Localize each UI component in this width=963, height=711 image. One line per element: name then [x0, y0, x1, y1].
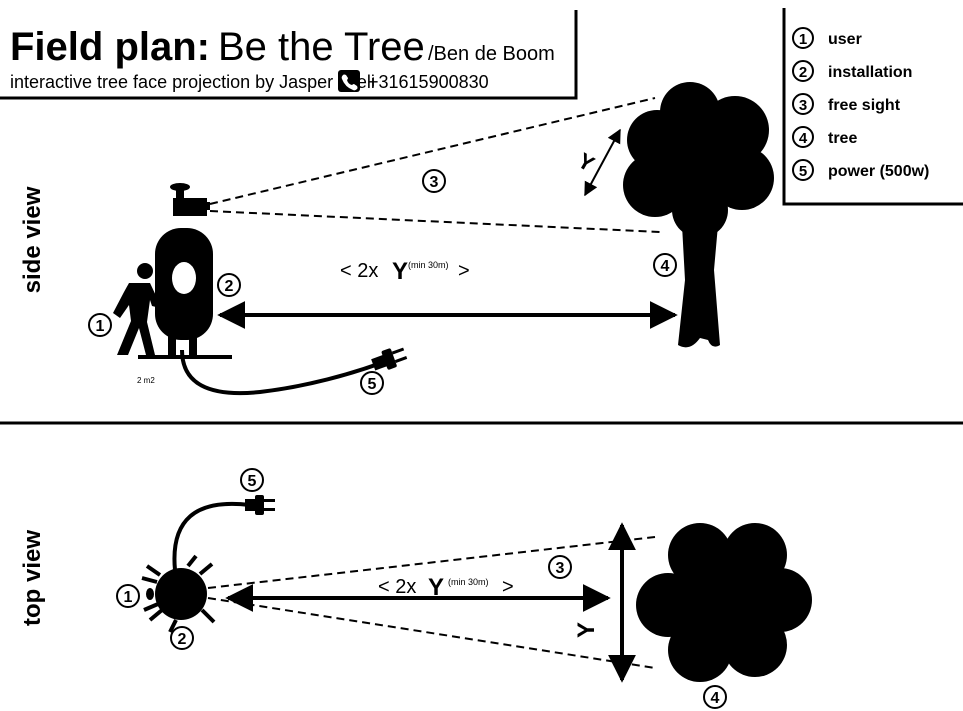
legend-item-free-sight: 3 free sight [792, 93, 901, 115]
marker-tree: 4 [703, 685, 727, 709]
legend-label: free sight [828, 97, 901, 114]
power-plug-icon [245, 495, 275, 515]
sight-line-bottom [207, 597, 656, 669]
phone-number: +31615900830 [368, 72, 489, 92]
installation-side-icon [155, 183, 213, 358]
distance-prefix: < 2x [378, 576, 416, 598]
legend-label: tree [828, 130, 857, 147]
power-cable [180, 349, 385, 395]
distance-var: Y [428, 574, 444, 601]
side-view-label: side view [19, 186, 46, 293]
distance-var: Y [392, 258, 408, 285]
top-view-label: top view [19, 530, 46, 626]
marker-user: 1 [88, 313, 112, 337]
title-light: Be the Tree [218, 25, 425, 69]
footprint-label: 2 m2 [137, 376, 155, 385]
marker-user: 1 [116, 584, 140, 608]
svg-text:4: 4 [711, 690, 720, 707]
side-view: side view 2 m2 [19, 82, 774, 395]
tree-top-icon [636, 523, 812, 682]
distance-label: < 2x Y (min 30m) > [378, 574, 514, 601]
distance-suffix: > [458, 260, 470, 282]
marker-free-sight: 3 [422, 169, 446, 193]
marker-power: 5 [360, 371, 384, 395]
legend-num: 5 [799, 163, 807, 180]
svg-text:5: 5 [248, 473, 257, 490]
svg-text:1: 1 [124, 589, 133, 606]
svg-text:3: 3 [556, 560, 565, 577]
legend-num: 3 [799, 97, 807, 114]
sight-line-top [207, 536, 656, 589]
legend-label: user [828, 31, 862, 48]
legend-label: installation [828, 64, 912, 81]
distance-label: < 2x Y (min 30m) > [340, 258, 470, 285]
marker-installation: 2 [170, 626, 194, 650]
legend: 1 user 2 installation 3 free sight 4 tre… [782, 8, 963, 206]
user-walking-icon [113, 263, 170, 355]
svg-text:2: 2 [178, 631, 187, 648]
height-var: Y [574, 148, 599, 177]
tree-side-icon [623, 82, 774, 348]
svg-text:2: 2 [225, 278, 234, 295]
marker-installation: 2 [217, 273, 241, 297]
power-plug-icon [371, 347, 408, 371]
sight-line-top [209, 97, 656, 205]
svg-text:4: 4 [661, 258, 670, 275]
marker-power: 5 [240, 468, 264, 492]
svg-text:3: 3 [430, 174, 439, 191]
legend-num: 1 [799, 31, 807, 48]
legend-label: power (500w) [828, 163, 929, 180]
installation-top-icon [141, 554, 216, 633]
svg-text:1: 1 [96, 318, 105, 335]
height-arrow [584, 128, 621, 197]
legend-item-installation: 2 installation [792, 60, 912, 82]
marker-tree: 4 [653, 253, 677, 277]
distance-note: (min 30m) [408, 260, 449, 270]
distance-note: (min 30m) [448, 577, 489, 587]
legend-num: 4 [799, 130, 808, 147]
legend-item-user: 1 user [792, 27, 862, 49]
distance-suffix: > [502, 576, 514, 598]
title-bold: Field plan: [10, 25, 210, 69]
legend-num: 2 [799, 64, 807, 81]
title-author: /Ben de Boom [428, 43, 555, 65]
sight-line-bottom [209, 210, 661, 233]
subtitle: interactive tree face projection by Jasp… [10, 72, 375, 92]
header-box: Field plan: Be the Tree /Ben de Boom int… [0, 10, 578, 100]
distance-prefix: < 2x [340, 260, 378, 282]
marker-free-sight: 3 [548, 555, 572, 579]
legend-item-power: 5 power (500w) [792, 159, 929, 181]
top-view: top view [19, 468, 812, 709]
svg-text:5: 5 [368, 376, 377, 393]
phone-icon [338, 70, 360, 92]
power-cable [172, 501, 251, 571]
legend-item-tree: 4 tree [792, 126, 857, 148]
width-var: Y [573, 622, 600, 638]
